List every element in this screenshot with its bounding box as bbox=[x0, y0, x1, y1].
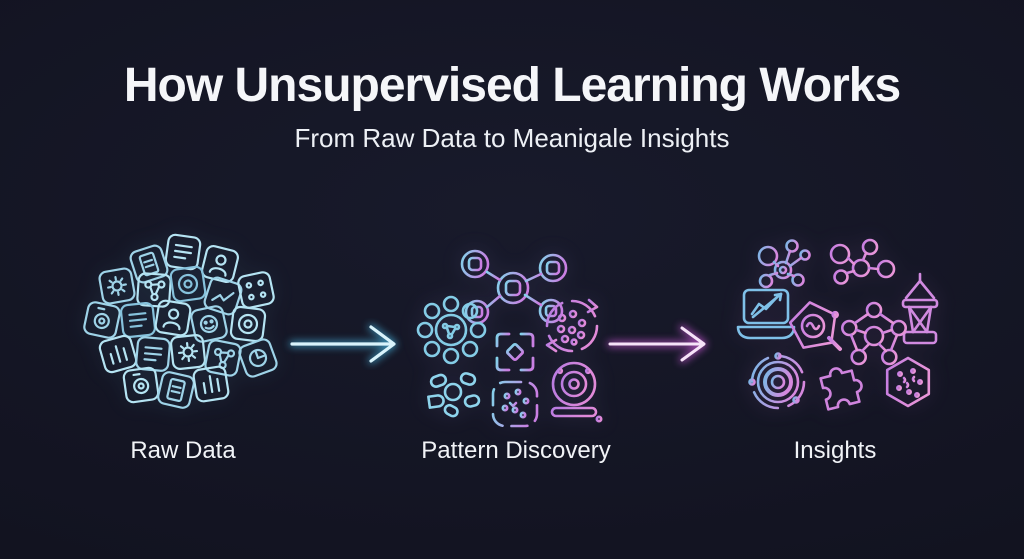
corner-brackets-icon bbox=[495, 332, 535, 372]
arrow-raw-to-pattern-icon bbox=[289, 324, 397, 364]
network-icon bbox=[204, 339, 242, 377]
camera-icon bbox=[123, 367, 159, 403]
clipboard-icon bbox=[157, 371, 195, 409]
camera-icon bbox=[83, 301, 121, 339]
gear-icon bbox=[98, 267, 135, 304]
shape-group-icon bbox=[427, 372, 481, 418]
page-subtitle: From Raw Data to Meanigale Insights bbox=[294, 123, 730, 153]
document-icon bbox=[136, 337, 171, 372]
orbit-icon bbox=[748, 352, 806, 410]
puzzle-icon bbox=[819, 367, 863, 411]
pentagon-network-icon bbox=[841, 301, 907, 366]
stage-label-raw-data: Raw Data bbox=[130, 437, 236, 464]
lens-ball-icon bbox=[550, 361, 603, 423]
pattern-discovery-icon-cluster bbox=[416, 249, 603, 428]
document-icon bbox=[165, 234, 201, 270]
scatter-frame-icon bbox=[491, 380, 539, 428]
user-icon bbox=[155, 300, 192, 337]
document-icon bbox=[120, 302, 155, 337]
tower-icon bbox=[901, 272, 939, 345]
raw-data-icon-cluster bbox=[70, 222, 300, 422]
laptop-chart-icon bbox=[736, 288, 796, 340]
target-icon bbox=[170, 266, 206, 302]
hexagon-pattern-icon bbox=[885, 356, 931, 408]
grid-dots-icon bbox=[237, 271, 275, 309]
stage-label-insights: Insights bbox=[793, 437, 877, 464]
dot-cluster-icon bbox=[416, 295, 487, 365]
clipboard-icon bbox=[129, 244, 169, 284]
page-title: How Unsupervised Learning Works bbox=[123, 59, 901, 112]
cycle-arrows-icon bbox=[545, 298, 599, 353]
pie-chart-icon bbox=[237, 337, 278, 378]
gear-icon bbox=[170, 334, 205, 369]
stage-label-pattern-discovery: Pattern Discovery bbox=[421, 437, 611, 464]
atom-network-icon bbox=[829, 238, 896, 285]
bar-chart-icon bbox=[98, 334, 138, 374]
arrow-pattern-to-insights-icon bbox=[607, 325, 707, 363]
molecule-icon bbox=[757, 239, 811, 289]
magnifier-pentagon-icon bbox=[788, 301, 842, 351]
smiley-icon bbox=[190, 305, 228, 343]
insights-icon-cluster bbox=[736, 238, 939, 411]
